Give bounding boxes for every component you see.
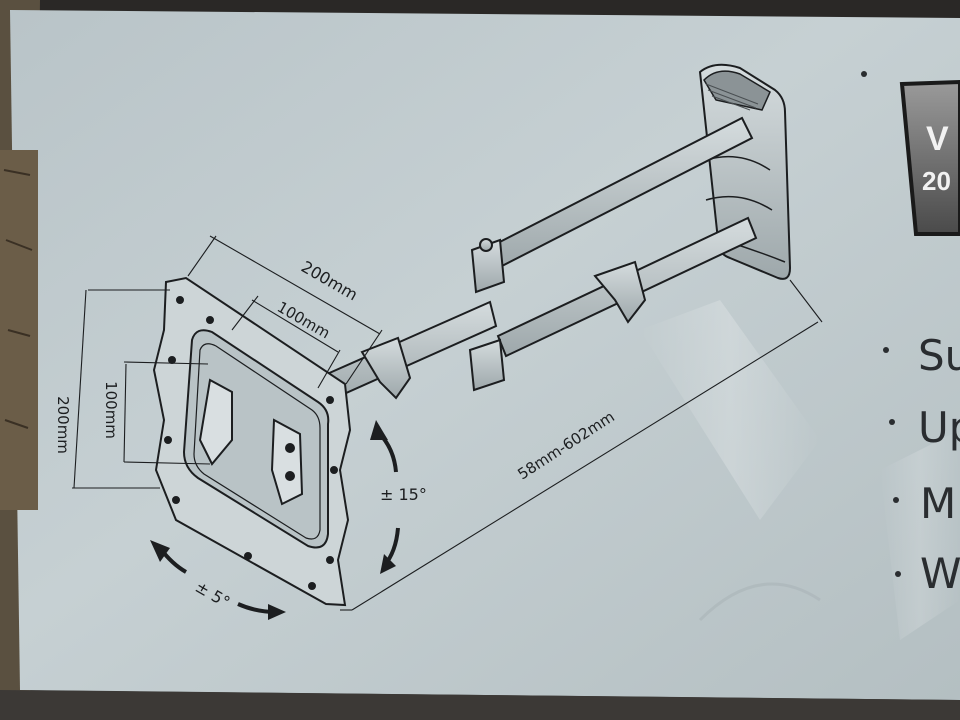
wall-plate [698, 63, 792, 280]
swivel-arrow [150, 540, 286, 620]
plate-height-outer-label: 200mm [54, 396, 72, 454]
badge-line-2: 20 [922, 166, 951, 196]
feature-item-4: W [920, 549, 960, 598]
tv-plate [152, 276, 352, 607]
feature-item-2: Up [918, 403, 960, 452]
bullet-dot [861, 71, 867, 77]
dimension-lines [72, 235, 823, 611]
mount-arms [316, 116, 758, 404]
feature-item-1: Su [918, 331, 960, 380]
feature-list: Su Up M W [861, 71, 960, 598]
tilt-arrow [370, 420, 400, 574]
bullet-dot [889, 419, 895, 425]
tilt-label: ± 15° [380, 485, 427, 504]
badge-line-1: V [926, 120, 949, 158]
vesa-badge: V 20 [899, 79, 960, 236]
bullet-dot [893, 497, 899, 503]
bullet-dot [895, 571, 901, 577]
feature-item-3: M [920, 479, 956, 528]
plate-height-inner-label: 100mm [102, 381, 120, 439]
bullet-dot [883, 347, 889, 353]
